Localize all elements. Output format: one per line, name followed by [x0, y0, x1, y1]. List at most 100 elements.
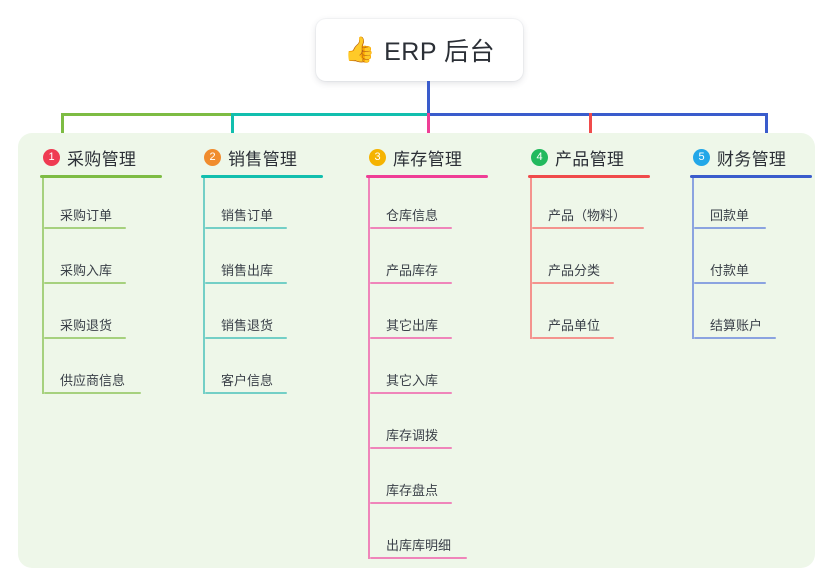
branch-item-underline: [44, 282, 126, 284]
branch-item-label: 其它入库: [386, 373, 439, 388]
branch-item-list: 销售订单销售出库销售退货客户信息: [201, 178, 323, 398]
branch-item[interactable]: 其它入库: [368, 343, 488, 398]
branch-title: 库存管理: [393, 149, 463, 169]
branch-number-badge: 3: [369, 148, 386, 166]
branch-item-underline: [205, 282, 287, 284]
branch-item-label: 库存盘点: [386, 483, 439, 498]
connector-drop: [589, 113, 592, 151]
branch-spine: [692, 178, 694, 339]
branch-spine: [203, 178, 205, 394]
branch-item-underline: [532, 227, 644, 229]
branch-title: 产品管理: [555, 149, 625, 169]
branch-header[interactable]: 4 产品管理: [528, 145, 650, 169]
branch-item-underline: [370, 337, 452, 339]
branch-item[interactable]: 产品分类: [530, 233, 650, 288]
branch-item[interactable]: 客户信息: [203, 343, 323, 398]
branch-item[interactable]: 产品单位: [530, 288, 650, 343]
branch-title: 销售管理: [228, 149, 298, 169]
branch-item-label: 其它出库: [386, 318, 439, 333]
branch-item-underline: [44, 392, 141, 394]
branch-header[interactable]: 5 财务管理: [690, 145, 812, 169]
branch-column-2: 2 销售管理销售订单销售出库销售退货客户信息: [201, 145, 323, 398]
branch-item[interactable]: 供应商信息: [42, 343, 162, 398]
branch-item[interactable]: 销售订单: [203, 178, 323, 233]
branch-item[interactable]: 付款单: [692, 233, 812, 288]
branch-item-underline: [44, 227, 126, 229]
branch-item-label: 销售退货: [221, 318, 274, 333]
branch-item-underline: [205, 392, 287, 394]
branch-item-label: 仓库信息: [386, 208, 439, 223]
branch-item-underline: [370, 227, 452, 229]
branch-item-list: 采购订单采购入库采购退货供应商信息: [40, 178, 162, 398]
branch-title: 财务管理: [717, 149, 787, 169]
branch-column-5: 5 财务管理回款单付款单结算账户: [690, 145, 812, 343]
branch-item-label: 出库库明细: [386, 538, 452, 553]
branch-column-3: 3 库存管理仓库信息产品库存其它出库其它入库库存调拨库存盘点出库库明细: [366, 145, 488, 563]
branch-number-badge: 5: [693, 148, 710, 166]
branch-item[interactable]: 结算账户: [692, 288, 812, 343]
branch-item-underline: [532, 337, 614, 339]
branch-item-label: 销售订单: [221, 208, 274, 223]
branch-header[interactable]: 3 库存管理: [366, 145, 488, 169]
branch-item[interactable]: 采购退货: [42, 288, 162, 343]
branch-item-label: 采购退货: [60, 318, 113, 333]
branch-item-list: 仓库信息产品库存其它出库其它入库库存调拨库存盘点出库库明细: [366, 178, 488, 563]
branch-item-underline: [370, 447, 452, 449]
branch-item-underline: [694, 227, 766, 229]
branch-item-underline: [370, 392, 452, 394]
connector-bus-segment: [231, 113, 428, 116]
branch-item[interactable]: 采购订单: [42, 178, 162, 233]
branch-header[interactable]: 1 采购管理: [40, 145, 162, 169]
connector-drop: [231, 113, 234, 151]
branch-item-list: 产品（物料） 产品分类产品单位: [528, 178, 650, 343]
branch-item[interactable]: 产品（物料）: [530, 178, 650, 233]
branch-item[interactable]: 销售出库: [203, 233, 323, 288]
branch-item-underline: [694, 282, 766, 284]
branch-item[interactable]: 产品库存: [368, 233, 488, 288]
branch-item-underline: [205, 227, 287, 229]
branch-item-label: 结算账户: [710, 318, 763, 333]
branch-item-list: 回款单付款单结算账户: [690, 178, 812, 343]
thumbs-up-icon: 👍: [343, 34, 376, 64]
connector-trunk: [427, 81, 430, 114]
branch-item-label: 付款单: [710, 263, 750, 278]
branch-item[interactable]: 库存调拨: [368, 398, 488, 453]
branch-spine: [368, 178, 370, 559]
branch-underline: [528, 175, 650, 178]
branch-item-label: 采购入库: [60, 263, 113, 278]
branch-item[interactable]: 出库库明细: [368, 508, 488, 563]
connector-bus-segment: [428, 113, 767, 116]
branch-title: 采购管理: [67, 149, 137, 169]
branch-underline: [690, 175, 812, 178]
branch-item[interactable]: 库存盘点: [368, 453, 488, 508]
branches-panel: 1 采购管理采购订单采购入库采购退货供应商信息 2 销售管理销售订单销售出库销售退货客…: [18, 133, 815, 568]
branch-item-label: 产品单位: [548, 318, 601, 333]
branch-spine: [530, 178, 532, 339]
branch-item-label: 产品（物料）: [548, 208, 627, 223]
branch-underline: [201, 175, 323, 178]
connector-drop: [427, 113, 430, 151]
connector-drop: [61, 113, 64, 151]
branch-item-label: 供应商信息: [60, 373, 126, 388]
branch-number-badge: 4: [531, 148, 548, 166]
branch-item[interactable]: 销售退货: [203, 288, 323, 343]
branch-item-label: 客户信息: [221, 373, 274, 388]
branch-item[interactable]: 仓库信息: [368, 178, 488, 233]
branch-item-underline: [532, 282, 614, 284]
branch-item[interactable]: 采购入库: [42, 233, 162, 288]
branch-item-label: 产品分类: [548, 263, 601, 278]
branch-item-label: 销售出库: [221, 263, 274, 278]
branch-item-underline: [44, 337, 126, 339]
branch-header[interactable]: 2 销售管理: [201, 145, 323, 169]
branch-spine: [42, 178, 44, 394]
branch-item[interactable]: 回款单: [692, 178, 812, 233]
branch-number-badge: 1: [43, 148, 60, 166]
root-node[interactable]: 👍 ERP 后台: [316, 19, 523, 81]
branch-item-label: 回款单: [710, 208, 750, 223]
branch-item-underline: [370, 502, 452, 504]
branch-column-4: 4 产品管理产品（物料） 产品分类产品单位: [528, 145, 650, 343]
root-title: ERP 后台: [384, 38, 496, 66]
branch-item[interactable]: 其它出库: [368, 288, 488, 343]
branch-number-badge: 2: [204, 148, 221, 166]
